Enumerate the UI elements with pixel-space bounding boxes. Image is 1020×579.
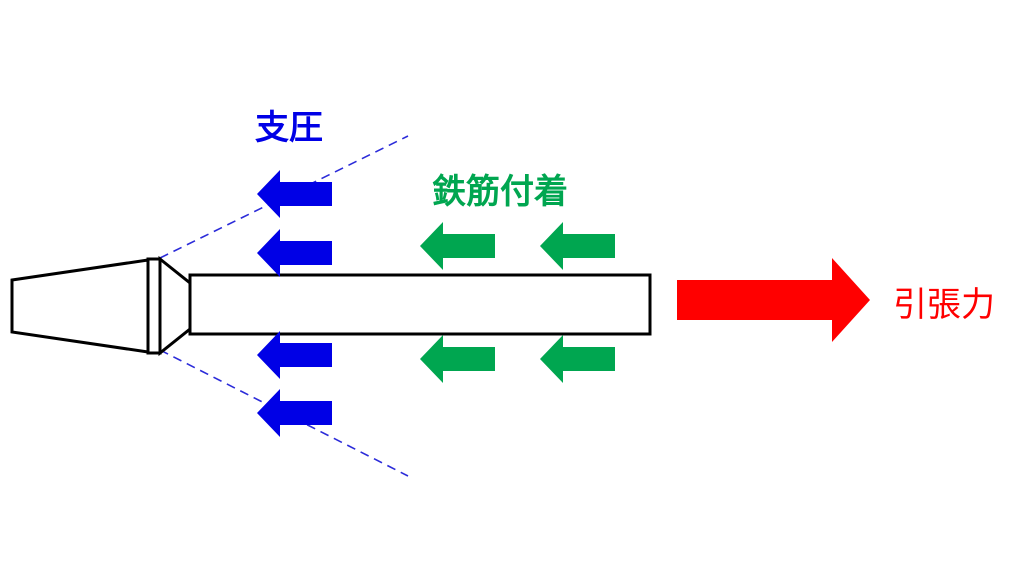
rebar bbox=[188, 273, 652, 336]
bond-arrow bbox=[420, 222, 495, 270]
tensile-force-arrow bbox=[677, 258, 870, 342]
bearing-arrows bbox=[257, 170, 332, 437]
bearing-arrow bbox=[257, 389, 332, 437]
anchor-plate bbox=[146, 257, 162, 355]
rebar-bond-label: 鉄筋付着 bbox=[432, 172, 568, 212]
bond-arrows bbox=[420, 222, 615, 383]
bearing-arrow bbox=[257, 229, 332, 277]
bond-arrow bbox=[420, 335, 495, 383]
bearing-arrow bbox=[257, 331, 332, 379]
bond-arrow bbox=[540, 222, 615, 270]
bearing-arrow bbox=[257, 170, 332, 218]
bearing-pressure-label: 支圧 bbox=[255, 108, 323, 148]
bond-arrow bbox=[540, 335, 615, 383]
tensile-force-label: 引張力 bbox=[893, 285, 995, 325]
anchor-head bbox=[10, 258, 150, 354]
anchor-collar bbox=[158, 255, 192, 357]
